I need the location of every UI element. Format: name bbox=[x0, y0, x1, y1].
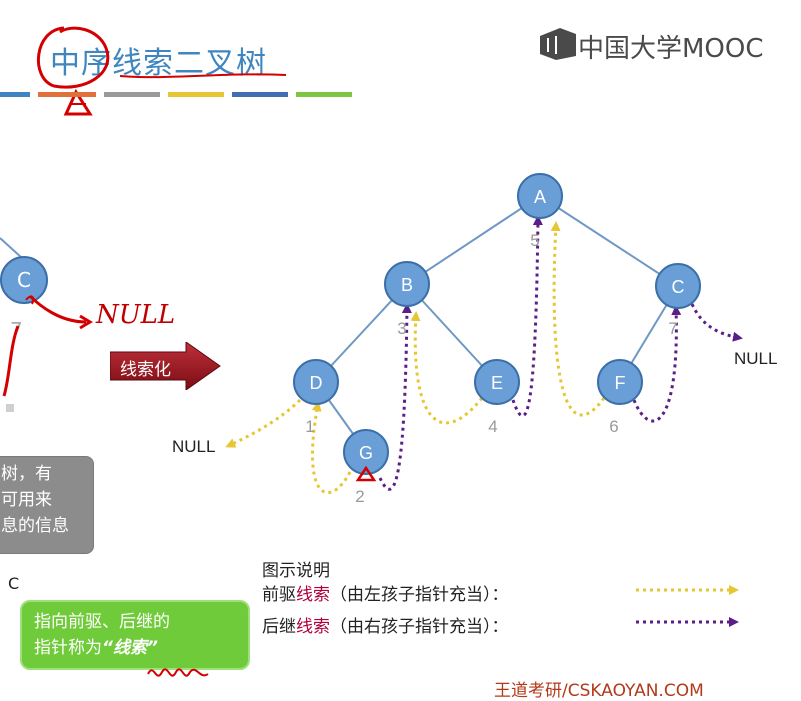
stripe-6 bbox=[296, 92, 352, 97]
legend-predecessor: 前驱线索（由左孩子指针充当）： bbox=[262, 580, 509, 605]
inorder-number-c: 7 bbox=[668, 319, 677, 338]
null-label-left: NULL bbox=[172, 437, 215, 456]
tree-node-c bbox=[655, 263, 701, 309]
left-null-handwriting: NULL bbox=[96, 300, 176, 330]
tree-node-label-d: D bbox=[310, 373, 323, 393]
convert-arrow-label: 线索化 bbox=[120, 360, 171, 380]
legend-pred-suffix: （由左孩子指针充当）： bbox=[330, 585, 509, 605]
inorder-number-f: 6 bbox=[609, 417, 618, 436]
legend-successor: 后继线索（由右孩子指针充当）： bbox=[262, 612, 509, 637]
gray-box-line-3: 息的信息 bbox=[1, 516, 69, 536]
left-node-c: C bbox=[0, 256, 48, 304]
inorder-number-g: 2 bbox=[355, 487, 364, 506]
g-triangle-annotation bbox=[355, 465, 377, 482]
inorder-number-a: 5 bbox=[530, 231, 539, 250]
thread-definition-callout: 指向前驱、后继的 指针称为“线索” bbox=[20, 600, 250, 670]
tree-node-label-a: A bbox=[534, 187, 546, 207]
stripe-2 bbox=[38, 92, 96, 97]
mooc-logo-icon bbox=[540, 28, 576, 60]
title-underline-annotation bbox=[119, 73, 287, 79]
tree-node-label-c: C bbox=[672, 277, 685, 297]
inorder-number-d: 1 bbox=[305, 417, 314, 436]
thread-d-pred-null bbox=[225, 398, 302, 448]
stripe-5 bbox=[232, 92, 288, 97]
stripe-3 bbox=[104, 92, 160, 97]
tree-node-f bbox=[597, 359, 643, 405]
brand-name: 中国大学MOOC bbox=[578, 34, 764, 64]
left-dot bbox=[6, 404, 14, 412]
bottom-letter: C bbox=[8, 574, 20, 593]
gray-box-line-2: 可用来 bbox=[1, 490, 52, 510]
tree-node-d bbox=[293, 359, 339, 405]
tree-node-label-b: B bbox=[401, 275, 413, 295]
legend-title: 图示说明 bbox=[262, 561, 330, 581]
tree-node-label-g: G bbox=[359, 443, 373, 463]
convert-arrow-icon bbox=[110, 342, 221, 390]
info-gray-box: 树，有 可用来 息的信息 bbox=[0, 456, 94, 554]
thread-g-succ-b bbox=[378, 303, 412, 491]
callout-line-1: 指向前驱、后继的 bbox=[34, 612, 170, 632]
thread-e-pred-b bbox=[410, 311, 484, 425]
left-handwritten-arrow bbox=[2, 294, 93, 397]
tree-node-g bbox=[343, 429, 389, 475]
callout-line-2: 指针称为“线索” bbox=[34, 635, 158, 661]
handwritten-circle-annotation bbox=[36, 26, 110, 116]
inorder-number-e: 4 bbox=[488, 417, 497, 436]
tree-node-label-e: E bbox=[491, 373, 503, 393]
callout-line-2-prefix: 指针称为 bbox=[34, 638, 102, 658]
callout-scribble-annotation bbox=[147, 668, 209, 677]
tree-node-e bbox=[474, 359, 520, 405]
legend-pred-prefix: 前驱 bbox=[262, 585, 296, 605]
gray-box-line-1: 树，有 bbox=[1, 464, 52, 484]
thread-e-succ-a bbox=[511, 215, 543, 418]
legend-pred-key: 线索 bbox=[296, 585, 330, 605]
stripe-1 bbox=[0, 92, 30, 97]
tree-node-label-f: F bbox=[615, 373, 626, 393]
thread-c-succ-null bbox=[690, 303, 743, 342]
tree-edge-A-C bbox=[539, 195, 679, 287]
thread-f-pred-a bbox=[550, 221, 606, 417]
footer-brand: 王道考研/CSKAOYAN.COM bbox=[494, 681, 704, 701]
callout-emphasis: “线索” bbox=[102, 638, 158, 658]
legend-succ-key: 线索 bbox=[296, 617, 330, 637]
legend-succ-prefix: 后继 bbox=[262, 617, 296, 637]
tree-node-a bbox=[517, 173, 563, 219]
stripe-4 bbox=[168, 92, 224, 97]
null-label-right: NULL bbox=[734, 349, 777, 368]
inorder-number-b: 3 bbox=[397, 319, 406, 338]
tree-node-b bbox=[384, 261, 430, 307]
legend-succ-suffix: （由右孩子指针充当）： bbox=[330, 617, 509, 637]
tree-edge-A-B bbox=[406, 195, 541, 285]
